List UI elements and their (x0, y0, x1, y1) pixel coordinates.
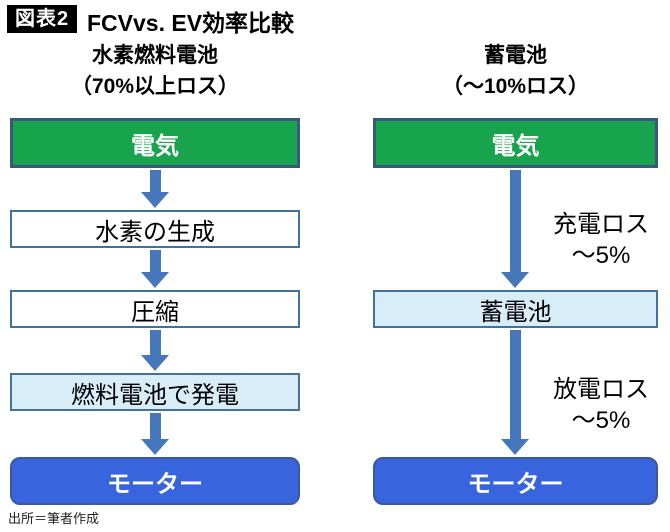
down-arrow-icon (501, 170, 529, 288)
arrow-head (141, 355, 169, 371)
ev-header-line1: 蓄電池 (484, 44, 547, 67)
arrow-shaft (149, 330, 161, 355)
arrow-shaft (509, 330, 521, 439)
down-arrow-icon (141, 250, 169, 288)
fcv-node-electricity: 電気 (10, 118, 300, 168)
arrow-shaft (149, 170, 161, 192)
fcv-node-fuel-cell-generation: 燃料電池で発電 (10, 373, 300, 411)
fcv-node-compression: 圧縮 (10, 290, 300, 328)
arrow-shaft (509, 170, 521, 272)
down-arrow-icon (501, 330, 529, 455)
ev-node-battery: 蓄電池 (373, 290, 658, 328)
arrow-head (501, 272, 529, 288)
arrow-head (141, 272, 169, 288)
down-arrow-icon (141, 170, 169, 208)
fcv-column-header: 水素燃料電池 （70%以上ロス） (10, 40, 300, 102)
down-arrow-icon (141, 413, 169, 455)
fcv-header-line2: （70%以上ロス） (70, 75, 240, 98)
charging-loss-line1: 充電ロス (553, 211, 649, 238)
fcv-node-motor: モーター (10, 457, 300, 505)
ev-node-motor: モーター (373, 457, 658, 505)
arrow-head (141, 192, 169, 208)
fcv-header-line1: 水素燃料電池 (92, 44, 218, 67)
discharging-loss-line2: ～5% (571, 407, 631, 434)
charging-loss-label: 充電ロス ～5% (532, 209, 670, 271)
ev-node-electricity: 電気 (373, 118, 658, 168)
ev-header-line2: （～10%ロス） (441, 75, 590, 98)
discharging-loss-line1: 放電ロス (553, 376, 649, 403)
arrow-shaft (149, 413, 161, 439)
down-arrow-icon (141, 330, 169, 371)
figure-number-badge: 図表2 (7, 5, 78, 33)
ev-column-header: 蓄電池 （～10%ロス） (373, 40, 658, 102)
arrow-head (141, 439, 169, 455)
arrow-head (501, 439, 529, 455)
arrow-shaft (149, 250, 161, 272)
page-title: FCVvs. EV効率比較 (87, 10, 295, 36)
fcv-node-hydrogen-production: 水素の生成 (10, 210, 300, 248)
charging-loss-line2: ～5% (571, 242, 631, 269)
source-credit: 出所＝筆者作成 (8, 511, 100, 526)
discharging-loss-label: 放電ロス ～5% (532, 374, 670, 436)
